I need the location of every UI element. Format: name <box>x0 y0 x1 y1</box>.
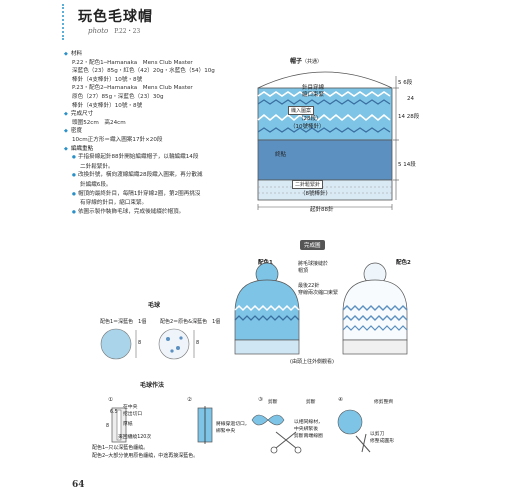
scissors-icon <box>270 431 302 454</box>
method-note-2: 配色2─大部分使用原色纏繞，中途再接深藍色。 <box>92 453 199 459</box>
dim-total: 24 <box>407 96 414 102</box>
step3-cut-b: 剪斷 <box>306 400 316 405</box>
step4-pompom <box>337 409 363 435</box>
step1-dim-a: 6.5 <box>110 410 118 415</box>
material-line: 棒針（4支棒針）10號・8號 <box>72 102 143 109</box>
material-line: 深藍色（23）85g・紅色（42）20g・水藍色（54）10g <box>72 68 215 75</box>
trim-scissors-icon <box>355 433 371 453</box>
hat-chart-diagram <box>257 71 399 210</box>
pompom-title: 毛球 <box>148 302 161 309</box>
title-dotted-rule <box>62 4 67 40</box>
method-heading: 編織重點 <box>64 145 215 154</box>
material-line: 原色（27）85g・深藍色（23）30g <box>72 93 164 100</box>
size-heading: 完成尺寸 <box>64 110 215 119</box>
step1-wrap: 來回纏繞120次 <box>118 435 152 440</box>
method-line: 二針鬆緊針。 <box>80 163 114 170</box>
pompom-dim-2: 8 <box>196 340 200 346</box>
finished-hats-illustration <box>234 262 408 355</box>
hat-colorway1 <box>234 262 300 355</box>
photo-pages: P.22・23 <box>114 28 141 35</box>
label-cast-on: 起針88針 <box>310 207 334 213</box>
method-line: 改換針號，橫向渡線編織28段織入圖案，再分散減 <box>64 171 215 181</box>
method-line: 針編織6段。 <box>80 181 112 188</box>
size-line: 頭圍52cm 高24cm <box>72 119 126 126</box>
dim-bottom: 5 14段 <box>398 162 416 168</box>
label-jacquard: 織入圖案 <box>288 106 315 115</box>
label-end: 終點 <box>275 152 287 158</box>
gauge-line: 10cm正方形＝織入圖案17針×20段 <box>72 136 163 143</box>
step2-number: ② <box>187 397 192 403</box>
step4-note: 以剪刀修整成圓形 <box>370 432 394 444</box>
step1-cardboard-label: 厚紙 <box>123 422 133 427</box>
label-ribbing: 二針鬆緊針 <box>292 180 324 189</box>
pompom-dim-1: 8 <box>138 340 142 346</box>
dim-mid: 14 28段 <box>398 114 420 120</box>
step1-dim-b: 8 <box>106 424 110 429</box>
colorway2-label: 配色2 <box>396 260 411 266</box>
material-line: 棒針（4支棒針）10號・8號 <box>72 76 143 83</box>
pompom-colorway1: 配色1＝深藍色 1個 <box>100 319 147 325</box>
step3-number: ③ <box>258 397 263 403</box>
dim-top: 5 6段 <box>398 80 413 86</box>
step1-note: 在中央挖出切口 <box>123 405 143 417</box>
material-line: P.23・配色2─Hamanaka Mens Club Master <box>72 85 193 92</box>
material-heading: 材料 <box>64 50 215 59</box>
method-line: 依圖示製作裝飾毛球，完成後縫綴於帽頂。 <box>64 208 215 218</box>
note-attach-pompom: 將毛球接縫於帽頂 <box>298 261 329 274</box>
label-needle-8: （8號棒針） <box>300 191 331 197</box>
step2-note: 將線穿過切口，綁緊中央 <box>216 422 250 434</box>
step4-number: ④ <box>338 397 343 403</box>
label-gather: 縮口束緊 <box>302 92 325 98</box>
photo-label: photo <box>88 27 109 35</box>
method-note-1: 配色1─只以深藍色纏繞。 <box>92 445 149 451</box>
method-line: 手指掛線起針88針開始編織帽子，以輪編織14段 <box>64 153 215 163</box>
view-note: (由頭上往外側觀看) <box>290 359 334 365</box>
step4-trim: 修剪整齊 <box>374 400 394 405</box>
step3-bundle <box>251 414 285 426</box>
step1-number: ① <box>108 397 113 403</box>
label-needle-10: （10號棒針） <box>290 124 325 130</box>
page-number: 64 <box>72 480 85 490</box>
pompom-method-title: 毛球作法 <box>140 382 165 389</box>
diagram-title: 帽子（共通） <box>290 58 323 65</box>
spec-block: 材料 P.22・配色1─Hamanaka Mens Club Master 深藍… <box>64 50 215 217</box>
page-title: 玩色毛球帽 <box>78 9 153 25</box>
pompom-illustration <box>100 328 195 360</box>
step3-note: 以相同線材，中央綁緊後剪斷兩端線圈 <box>294 420 323 439</box>
pompom-2 <box>158 328 190 360</box>
note-gather: 最後22針穿線兩次縮口束緊 <box>298 283 339 296</box>
hat-colorway2 <box>342 262 408 355</box>
label-rows-mid: （28段） <box>298 116 322 122</box>
method-line: 有穿線的針目，縮口束緊。 <box>80 200 148 207</box>
pompom-1 <box>100 328 132 360</box>
finished-badge: 完成圖 <box>300 240 325 250</box>
label-thread-through: 針目穿線 <box>302 85 325 91</box>
pompom-steps-illustration <box>111 406 371 454</box>
material-line: P.22・配色1─Hamanaka Mens Club Master <box>72 59 193 66</box>
step3-cut-a: 剪斷 <box>268 400 278 405</box>
pompom-colorway2: 配色2＝原色&深藍色 1個 <box>160 319 221 325</box>
photo-reference: photo P.22・23 <box>88 26 140 35</box>
gauge-heading: 密度 <box>64 127 215 136</box>
method-line: 帽頂的最終針目，每隔1針穿線2圈，第2圈再挑沒 <box>64 190 215 200</box>
